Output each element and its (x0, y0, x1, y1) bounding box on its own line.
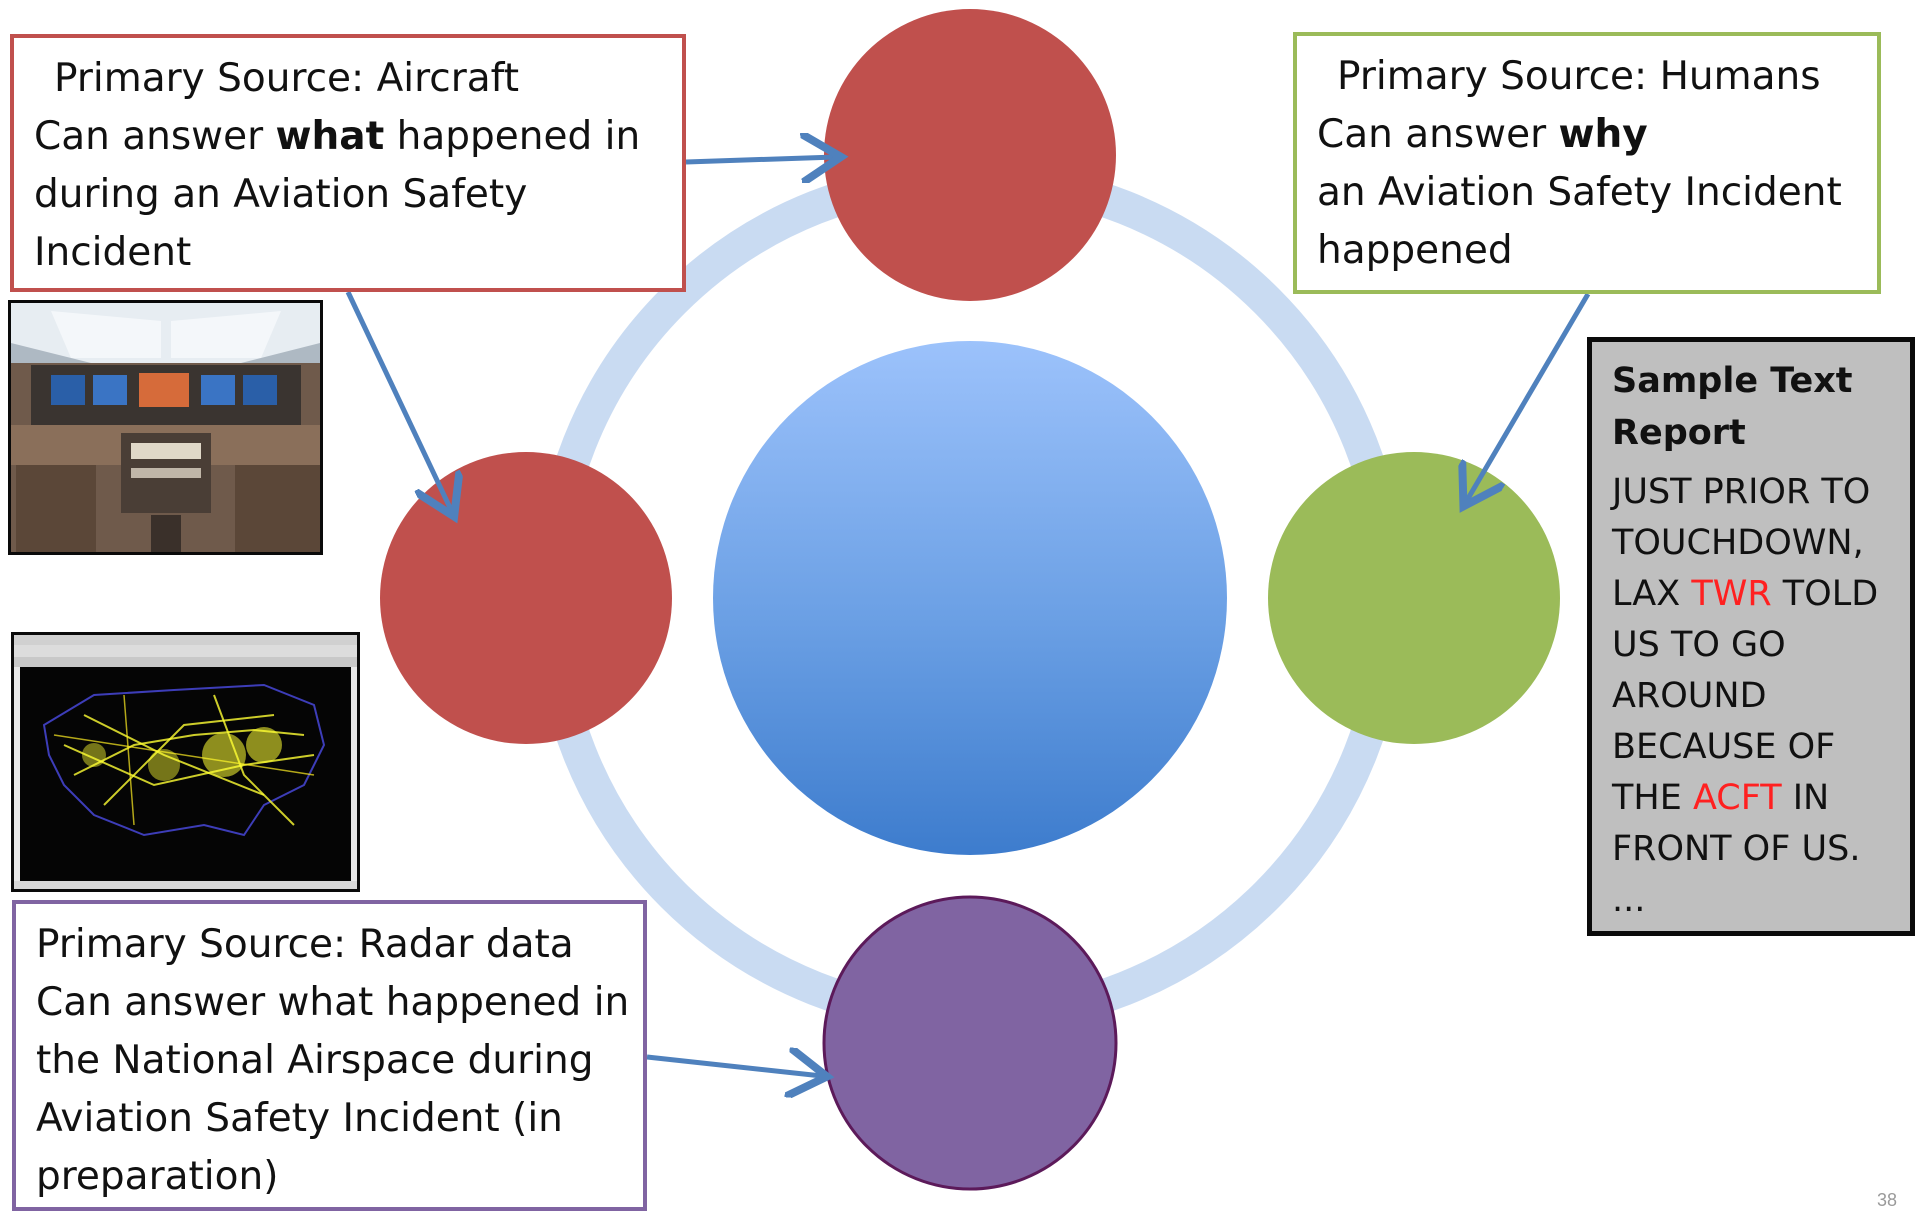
aircraft-top-node (824, 9, 1116, 301)
humans-heading: Primary Source: Humans (1337, 54, 1821, 99)
report-line-1: JUST PRIOR TO (1612, 472, 1871, 512)
radar-source-box: Primary Source: Radar data Can answer wh… (12, 900, 647, 1211)
radar-line-4: Aviation Safety Incident (in (36, 1096, 563, 1141)
sample-text-report: Sample Text Report JUST PRIOR TO TOUCHDO… (1587, 337, 1915, 936)
arrow-aircraft-to-top-node (685, 157, 836, 162)
center-circle (713, 341, 1227, 855)
arrow-humans-to-green-node (1466, 292, 1591, 502)
radar-line-5: preparation) (36, 1154, 279, 1199)
humans-source-box: Primary Source: Humans Can answer why an… (1293, 32, 1881, 294)
radar-heading: Primary Source: Radar data (36, 922, 574, 967)
highlight-acft: ACFT (1692, 778, 1782, 818)
aircraft-line-2: Can answer what happened in (34, 114, 641, 159)
aircraft-left-node (380, 452, 672, 744)
aircraft-heading: Primary Source: Aircraft (54, 56, 519, 101)
highlight-twr: TWR (1691, 574, 1772, 614)
report-line-7: THE ACFT IN (1612, 778, 1830, 818)
report-line-9: ... (1612, 880, 1646, 920)
radar-line-3: the National Airspace during (36, 1038, 594, 1083)
report-title: Sample Text Report (1612, 361, 1853, 453)
arrow-aircraft-to-left-node (345, 290, 452, 512)
report-line-5: AROUND (1612, 676, 1767, 716)
report-line-4: US TO GO (1612, 625, 1786, 665)
humans-line-2: Can answer why (1317, 112, 1648, 157)
report-line-3: LAX TWR TOLD (1612, 574, 1879, 614)
radar-line-2: Can answer what happened in (36, 980, 630, 1025)
human-node (1268, 452, 1560, 744)
report-line-6: BECAUSE OF (1612, 727, 1836, 767)
humans-line-4: happened (1317, 228, 1513, 273)
report-line-8: FRONT OF US. (1612, 829, 1861, 869)
humans-line-3: an Aviation Safety Incident (1317, 170, 1842, 215)
aircraft-line-4: Incident (34, 230, 192, 275)
cockpit-photo (8, 300, 323, 555)
aircraft-source-box: Primary Source: Aircraft Can answer what… (10, 34, 686, 292)
radar-map-photo (11, 632, 360, 892)
radar-node (822, 895, 1118, 1191)
report-line-2: TOUCHDOWN, (1612, 523, 1864, 563)
aircraft-line-3: during an Aviation Safety (34, 172, 528, 217)
slide-number: 38 (1876, 1190, 1897, 1210)
arrow-radar-to-purple-node (646, 1057, 822, 1076)
